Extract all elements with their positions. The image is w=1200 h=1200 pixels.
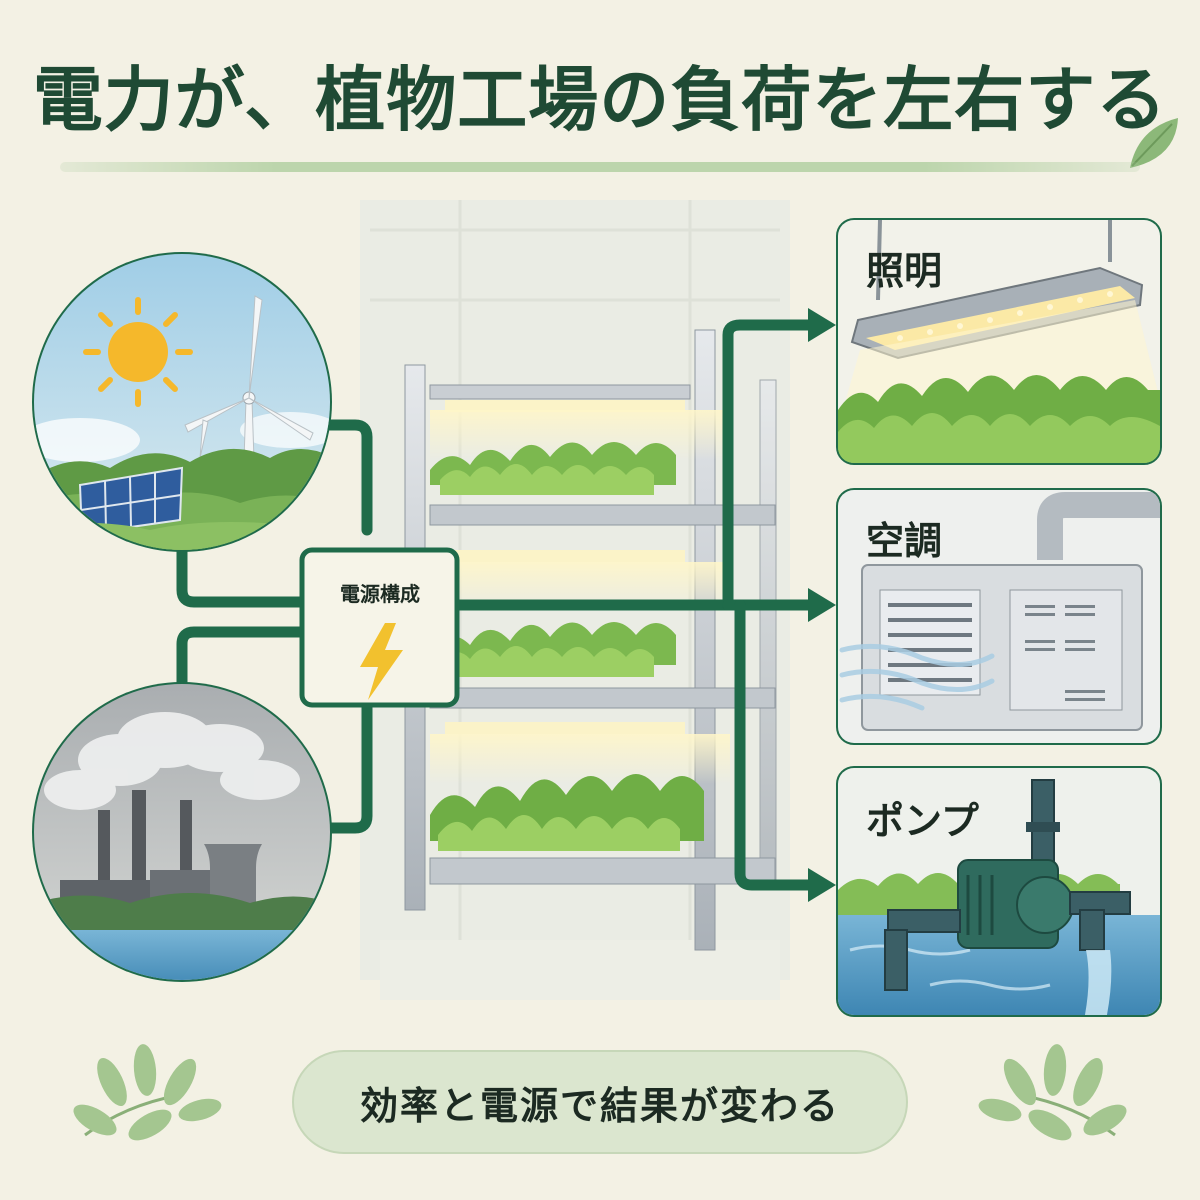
duct-pipe [1037, 492, 1160, 560]
lighting-label: 照明 [866, 249, 943, 293]
connector-renewable-lower [176, 544, 306, 608]
ac-panel [836, 488, 1162, 745]
footer-text: 効率と電源で結果が変わる [359, 1083, 840, 1128]
sun-icon [83, 297, 193, 407]
title-underline [60, 162, 1140, 172]
arrow-lighting [808, 308, 836, 342]
power-source-box [299, 547, 460, 708]
power-source-label: 電源構成 [340, 582, 420, 606]
shelf-level-1 [429, 384, 776, 526]
leaf-decoration-bottom-left [73, 1044, 222, 1141]
arrow-heads [808, 308, 836, 902]
vertical-farm-rack [404, 329, 777, 951]
leaf-decoration-bottom-right [978, 1044, 1127, 1141]
ac-label: 空調 [866, 519, 943, 563]
air-conditioner-icon [861, 564, 1143, 731]
renewable-energy-scene [32, 252, 332, 552]
arrow-ac [808, 588, 836, 622]
grow-light-icon [850, 266, 1144, 360]
airflow-lines [839, 643, 995, 711]
connector-renewable [324, 419, 373, 536]
branch-pump [734, 599, 816, 891]
water-pump-icon [884, 779, 1131, 991]
lightning-bolt-icon [360, 623, 403, 700]
shelf-level-3 [429, 722, 776, 885]
footer-banner: 効率と電源で結果が変わる [292, 1050, 908, 1154]
arrow-pump [808, 868, 836, 902]
leaf-decoration-top-right [1130, 118, 1178, 168]
connector-thermal [176, 626, 306, 696]
branch-lighting [722, 319, 816, 611]
smoke-clouds [44, 712, 300, 810]
pump-panel [836, 766, 1162, 1017]
page-title: 電力が、植物工場の負荷を左右する [32, 58, 1168, 141]
thermal-power-scene [32, 682, 332, 982]
pump-label: ポンプ [866, 799, 979, 843]
lighting-panel [836, 218, 1162, 465]
connector-lines [176, 319, 816, 891]
connector-thermal-lower [324, 702, 373, 834]
